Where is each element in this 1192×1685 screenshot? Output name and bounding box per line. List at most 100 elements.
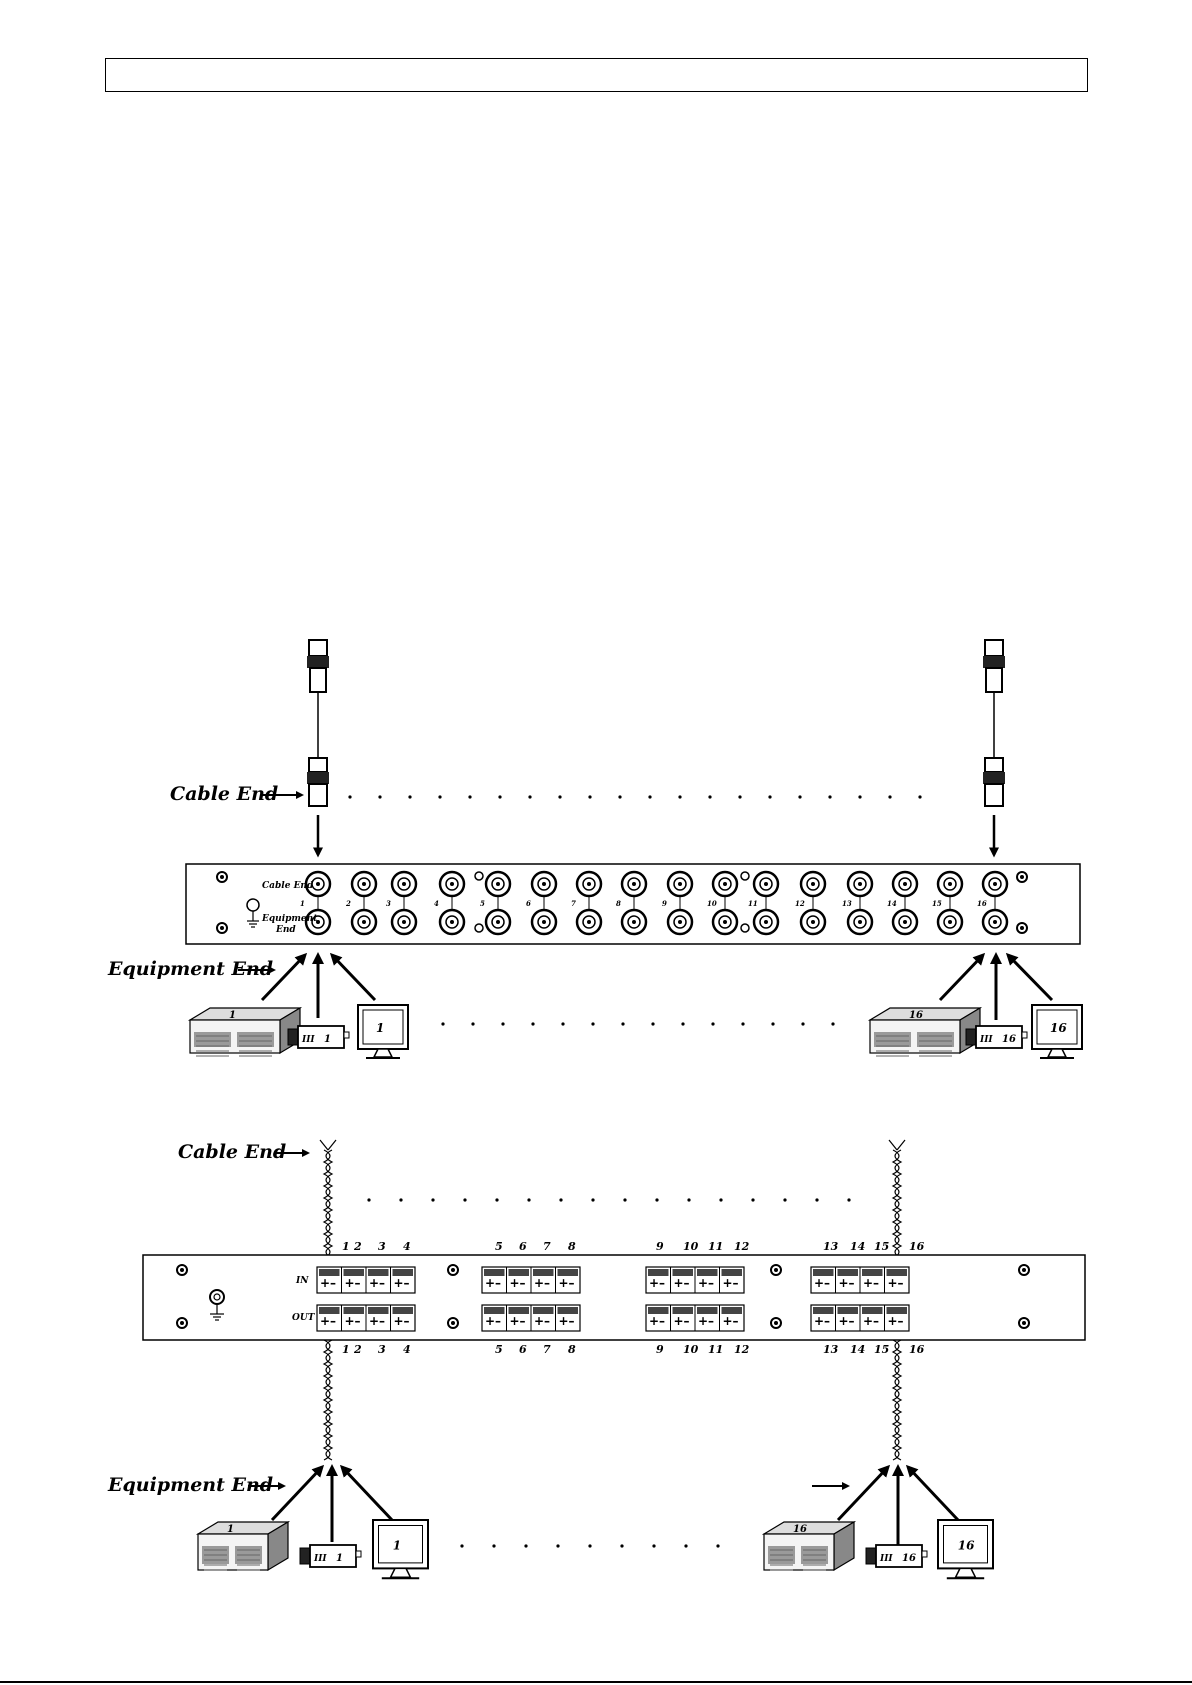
polarity-mark: +– [369, 1276, 385, 1290]
polarity-mark: +– [674, 1276, 690, 1290]
panel-screw [1016, 922, 1028, 934]
bnc-jack-cable-2 [350, 870, 378, 898]
dvr-label: 16 [793, 1524, 807, 1535]
terminal-number-out: 14 [850, 1343, 865, 1356]
dvr-label: 1 [227, 1524, 234, 1535]
panel-screw-small [474, 871, 484, 881]
terminal-number-out: 9 [656, 1343, 664, 1356]
fan-arrow-b1a [270, 1464, 325, 1522]
dvr-recorder: 1 [187, 1006, 303, 1057]
equipment-end-label-bottom: Equipment End [107, 1474, 273, 1496]
terminal-number-out: 2 [353, 1343, 362, 1356]
cable-end-label-top: Cable End [170, 783, 278, 805]
dvr-recorder: 16 [867, 1006, 983, 1057]
bnc-jack-cable-15 [936, 870, 964, 898]
polarity-mark: +– [369, 1314, 385, 1328]
terminal-number-out: 7 [543, 1343, 551, 1356]
camera-label: 1 [324, 1034, 331, 1045]
out-label: OUT [292, 1313, 316, 1323]
terminal-number-in: 7 [543, 1240, 551, 1253]
bnc-jack-cable-3 [390, 870, 418, 898]
terminal-number-out: 12 [734, 1343, 750, 1356]
bnc-jack-equip-2 [350, 908, 378, 936]
cable-end-label-bottom: Cable End [178, 1141, 286, 1163]
polarity-mark: +– [559, 1276, 575, 1290]
polarity-mark: +– [814, 1276, 830, 1290]
camera-label: 1 [336, 1553, 343, 1564]
equipment-end-label-top: Equipment End [107, 958, 273, 980]
bnc-jack-cable-12 [799, 870, 827, 898]
polarity-mark: +– [320, 1276, 336, 1290]
polarity-mark: +– [698, 1314, 714, 1328]
bnc-jack-equip-6 [530, 908, 558, 936]
in-terminal-block: +–+–+–+– [810, 1266, 910, 1294]
polarity-mark: +– [839, 1276, 855, 1290]
monitor: 16 [937, 1519, 994, 1580]
bnc-jack-cable-4 [438, 870, 466, 898]
bnc-jack-cable-10 [711, 870, 739, 898]
polarity-mark: +– [863, 1276, 879, 1290]
bnc-jack-equip-16 [981, 908, 1009, 936]
continuation-dots [367, 1198, 851, 1202]
polarity-mark: +– [649, 1276, 665, 1290]
monitor: 1 [357, 1004, 409, 1059]
monitor: 1 [372, 1519, 429, 1580]
bnc-jack-cable-11 [752, 870, 780, 898]
bnc-channel-number: 1 [300, 899, 305, 908]
in-terminal-block: +–+–+–+– [481, 1266, 581, 1294]
bnc-jack-equip-11 [752, 908, 780, 936]
camera-brand: III [979, 1035, 993, 1045]
fan-arrow-b16c [905, 1464, 960, 1522]
polarity-mark: +– [320, 1314, 336, 1328]
bnc-channel-number: 8 [616, 899, 621, 908]
camera-brand: III [313, 1554, 327, 1564]
fan-arrow-1a [260, 952, 308, 1002]
panel-screw [216, 922, 228, 934]
terminal-number-in: 3 [378, 1240, 386, 1253]
bnc-jack-cable-14 [891, 870, 919, 898]
bnc-jack-cable-16 [981, 870, 1009, 898]
bnc-jack-equip-15 [936, 908, 964, 936]
polarity-mark: +– [534, 1314, 550, 1328]
terminal-number-in: 10 [683, 1240, 699, 1253]
bnc-jack-cable-7 [575, 870, 603, 898]
bnc-jack-equip-13 [846, 908, 874, 936]
polarity-mark: +– [839, 1314, 855, 1328]
ground-symbol-top [246, 898, 260, 928]
bnc-channel-number: 4 [434, 899, 439, 908]
panel-end-label: End [275, 925, 296, 935]
terminal-number-in: 5 [495, 1240, 503, 1253]
continuation-dots [460, 1544, 720, 1548]
polarity-mark: +– [863, 1314, 879, 1328]
terminal-number-out: 8 [568, 1343, 576, 1356]
panel-cable-end-label: Cable End [262, 881, 314, 891]
terminal-number-out: 10 [683, 1343, 699, 1356]
bnc-jack-cable-9 [666, 870, 694, 898]
polarity-mark: +– [534, 1276, 550, 1290]
terminal-number-out: 16 [909, 1343, 925, 1356]
out-terminal-block: +–+–+–+– [645, 1304, 745, 1332]
bnc-jack-equip-3 [390, 908, 418, 936]
bnc-jack-cable-5 [484, 870, 512, 898]
twisted-pair-diagram: Cable End +–+–+–+–+–+–+–+–11223344+–+–+–… [107, 1139, 1086, 1580]
monitor-label: 1 [376, 1021, 384, 1035]
camera-label: 16 [1002, 1034, 1016, 1045]
polarity-mark: +– [394, 1314, 410, 1328]
polarity-mark: +– [345, 1276, 361, 1290]
camera: III 1 [287, 1025, 350, 1049]
ground-symbol-bottom [209, 1289, 225, 1321]
camera-brand: III [301, 1035, 315, 1045]
fan-arrow-16a [938, 952, 986, 1002]
terminal-number-out: 5 [495, 1343, 503, 1356]
bnc-jack-equip-9 [666, 908, 694, 936]
polarity-mark: +– [888, 1314, 904, 1328]
polarity-mark: +– [559, 1314, 575, 1328]
twisted-pair-wires [319, 1139, 906, 1461]
bnc-channel-number: 16 [977, 899, 987, 908]
bnc-jack-equip-4 [438, 908, 466, 936]
bnc-channel-number: 2 [345, 899, 351, 908]
polarity-mark: +– [345, 1314, 361, 1328]
in-label: IN [295, 1276, 309, 1286]
